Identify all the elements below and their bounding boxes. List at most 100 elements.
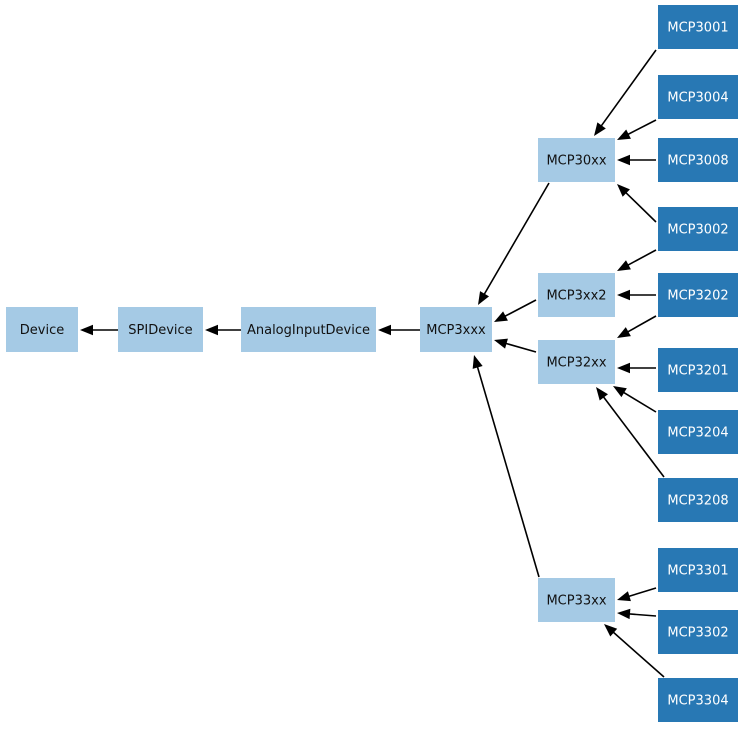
node-label: MCP3001 [667, 21, 728, 36]
node-box[interactable] [658, 138, 738, 182]
edge-spidevice-to-device [80, 324, 118, 336]
node-label: MCP3201 [667, 364, 728, 379]
edge-mcp3002-to-mcp30xx [617, 184, 657, 223]
node-label: MCP3xxx [426, 323, 486, 338]
edge-mcp3201-to-mcp32xx [617, 362, 656, 374]
edge-arrowhead [617, 260, 631, 271]
edge-arrowhead [494, 311, 508, 322]
edge-arrowhead [594, 122, 606, 136]
node-box[interactable] [658, 610, 738, 654]
node-box[interactable] [538, 273, 615, 317]
node-mcp32xx[interactable]: MCP32xx [538, 340, 615, 384]
edge-line [627, 613, 657, 617]
node-box[interactable] [538, 138, 615, 182]
edge-mcp3xx2-to-mcp3xxx [494, 299, 537, 322]
edge-mcp3204-to-mcp32xx [613, 386, 657, 413]
node-label: MCP3008 [667, 154, 728, 169]
edge-arrowhead [617, 591, 631, 602]
edge-arrowhead [617, 154, 630, 166]
edge-arrowhead [613, 386, 627, 398]
node-analoginput[interactable]: AnalogInputDevice [241, 307, 376, 352]
node-mcp3008[interactable]: MCP3008 [658, 138, 738, 182]
edge-mcp3302-to-mcp33xx [617, 608, 657, 620]
edge-mcp3002-to-mcp3xx2 [617, 249, 657, 271]
edge-mcp3008-to-mcp30xx [617, 154, 656, 166]
node-box[interactable] [658, 410, 738, 454]
node-mcp3201[interactable]: MCP3201 [658, 348, 738, 392]
node-mcp3301[interactable]: MCP3301 [658, 548, 738, 592]
node-mcp3xx2[interactable]: MCP3xx2 [538, 273, 615, 317]
edge-line [601, 395, 665, 478]
edge-arrowhead [472, 355, 483, 369]
edge-arrowhead [205, 324, 218, 336]
node-mcp3xxx[interactable]: MCP3xxx [420, 307, 492, 352]
edge-line [599, 49, 657, 128]
edge-arrowhead [617, 129, 631, 140]
edge-arrowhead [617, 289, 630, 301]
edge-mcp3208-to-mcp32xx [596, 387, 665, 478]
edge-arrowhead [617, 184, 630, 197]
node-label: MCP3302 [667, 626, 728, 641]
edge-arrowhead [617, 327, 631, 338]
edge-line [626, 119, 657, 136]
node-mcp3004[interactable]: MCP3004 [658, 75, 738, 119]
node-box[interactable] [420, 307, 492, 352]
edge-mcp3202-to-mcp3xx2 [617, 289, 656, 301]
edge-mcp3304-to-mcp33xx [604, 624, 665, 678]
node-mcp3208[interactable]: MCP3208 [658, 478, 738, 522]
node-box[interactable] [118, 307, 203, 352]
edge-line [482, 182, 550, 296]
edge-line [624, 191, 657, 223]
edge-arrowhead [617, 608, 631, 620]
node-box[interactable] [241, 307, 376, 352]
node-label: MCP3xx2 [546, 289, 606, 304]
node-box[interactable] [658, 5, 738, 49]
node-label: MCP3004 [667, 91, 728, 106]
edge-line [504, 342, 537, 353]
edge-arrowhead [80, 324, 93, 336]
node-spidevice[interactable]: SPIDevice [118, 307, 203, 352]
node-box[interactable] [658, 75, 738, 119]
edge-line [621, 391, 657, 413]
edge-mcp32xx-to-mcp3xxx [494, 338, 537, 353]
node-label: MCP30xx [546, 154, 606, 169]
edge-line [626, 315, 657, 334]
node-mcp3204[interactable]: MCP3204 [658, 410, 738, 454]
edge-mcp3301-to-mcp33xx [617, 587, 657, 602]
node-device[interactable]: Device [6, 307, 78, 352]
node-mcp3202[interactable]: MCP3202 [658, 273, 738, 317]
node-box[interactable] [658, 348, 738, 392]
node-label: MCP3204 [667, 426, 728, 441]
edge-arrowhead [478, 291, 490, 305]
node-box[interactable] [538, 578, 615, 622]
node-mcp3302[interactable]: MCP3302 [658, 610, 738, 654]
edge-mcp3202-to-mcp32xx [617, 315, 657, 338]
node-mcp3002[interactable]: MCP3002 [658, 207, 738, 251]
node-box[interactable] [6, 307, 78, 352]
node-mcp33xx[interactable]: MCP33xx [538, 578, 615, 622]
edge-line [627, 587, 657, 598]
edge-arrowhead [617, 362, 630, 374]
node-label: MCP32xx [546, 356, 606, 371]
edge-arrowhead [604, 624, 618, 637]
edge-mcp33xx-to-mcp3xxx [472, 355, 540, 578]
node-box[interactable] [658, 478, 738, 522]
node-label: AnalogInputDevice [247, 323, 370, 338]
node-label: MCP3002 [667, 223, 728, 238]
node-label: Device [20, 323, 64, 338]
node-mcp3001[interactable]: MCP3001 [658, 5, 738, 49]
node-label: SPIDevice [128, 323, 192, 338]
edge-analoginput-to-spidevice [205, 324, 241, 336]
node-box[interactable] [658, 678, 738, 722]
edge-line [611, 630, 665, 678]
node-mcp30xx[interactable]: MCP30xx [538, 138, 615, 182]
node-box[interactable] [658, 207, 738, 251]
node-box[interactable] [658, 548, 738, 592]
node-box[interactable] [658, 273, 738, 317]
node-mcp3304[interactable]: MCP3304 [658, 678, 738, 722]
node-box[interactable] [538, 340, 615, 384]
edge-mcp3001-to-mcp30xx [594, 49, 657, 136]
